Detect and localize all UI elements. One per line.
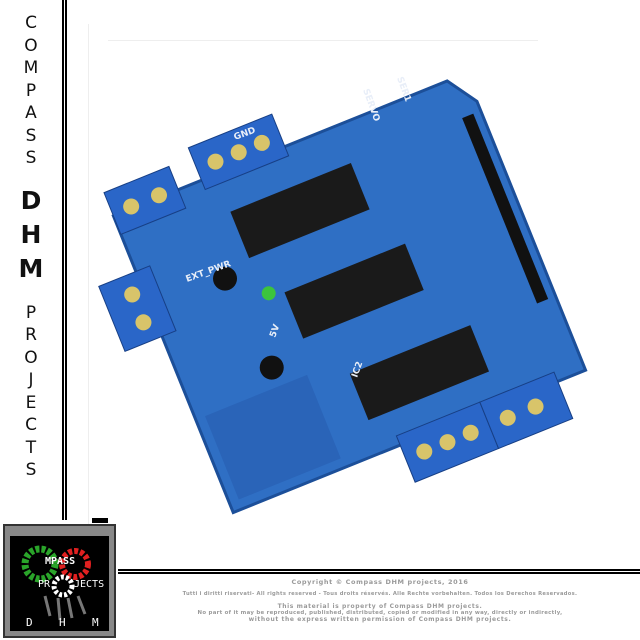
motor-shield-photo: EXT_PWR 5V GND SERVO SER1 IC2 (98, 76, 588, 515)
white-gear-icon (51, 574, 75, 598)
notice-line: without the express written permission o… (248, 616, 512, 623)
terminal-block (103, 165, 187, 236)
terminal-block (479, 371, 574, 450)
brand-letter: P (25, 80, 37, 101)
capacitor (213, 266, 238, 291)
capacitor (259, 355, 284, 380)
compass-dhm-logo: MPASS PR JECTS D H M (3, 518, 116, 638)
screw (150, 187, 167, 204)
notice-line: This material is property of Compass DHM… (277, 603, 483, 610)
gears-logo-graphic (21, 545, 91, 621)
brand-letter: M (23, 58, 39, 78)
brand-letter: C (25, 415, 37, 435)
logo-letter: D (26, 616, 33, 629)
led (261, 286, 276, 301)
screw (124, 286, 141, 303)
logo-text: MPASS (45, 556, 76, 567)
copyright-footer: Copyright © Compass DHM projects, 2016 T… (120, 578, 640, 626)
brand-letter: O (24, 35, 38, 56)
rights-text: Tutti i diritti riservati- All rights re… (182, 591, 578, 597)
screw (230, 144, 247, 161)
ic-chip (284, 243, 424, 339)
logo-letter: M (92, 616, 99, 629)
brand-letter: T (25, 437, 37, 458)
proto-area (205, 374, 341, 500)
red-gear-icon (59, 548, 91, 580)
screw (123, 198, 140, 215)
brand-letter: S (25, 148, 37, 168)
brand-letter: M (18, 253, 44, 283)
brand-letter: S (25, 125, 37, 146)
watermark-line (108, 40, 538, 41)
terminal-block (98, 265, 177, 353)
silk-label-5v: 5V (268, 323, 282, 339)
screw (416, 443, 433, 460)
silk-label-ser1: SER1 (394, 76, 412, 104)
ic-chip (230, 163, 370, 259)
brand-letter: D (20, 185, 42, 215)
screw (527, 398, 544, 415)
brand-letter: C (25, 13, 37, 33)
logo-letter: H (59, 616, 66, 629)
logo-text: PR (38, 579, 51, 590)
brand-letter: H (20, 219, 42, 249)
brand-letter: R (25, 325, 37, 345)
screw (462, 424, 479, 441)
vertical-divider (62, 0, 67, 520)
header-strip (462, 113, 549, 304)
hand-icon (43, 595, 87, 621)
watermark-frame (88, 24, 603, 547)
brand-letter: J (28, 370, 34, 390)
brand-letter: P (25, 302, 37, 323)
screw (135, 314, 152, 331)
screw (439, 434, 456, 451)
brand-letter: S (25, 460, 37, 480)
screw (207, 153, 224, 170)
brand-letter: E (25, 392, 37, 413)
green-gear-icon (21, 545, 59, 583)
copyright-text: Copyright © Compass DHM projects, 2016 (291, 578, 469, 586)
screw (253, 134, 270, 151)
brand-letter: A (25, 103, 37, 123)
brand-vertical-text: C O M P A S S D H M P R O J E C T S (0, 12, 62, 482)
logo-text: JECTS (74, 579, 105, 590)
notice-line: No part of it may be reproduced, publish… (197, 610, 563, 616)
screw (499, 409, 516, 426)
ic-chip (349, 325, 490, 421)
brand-letter: O (24, 347, 38, 368)
horizontal-divider (118, 569, 640, 574)
